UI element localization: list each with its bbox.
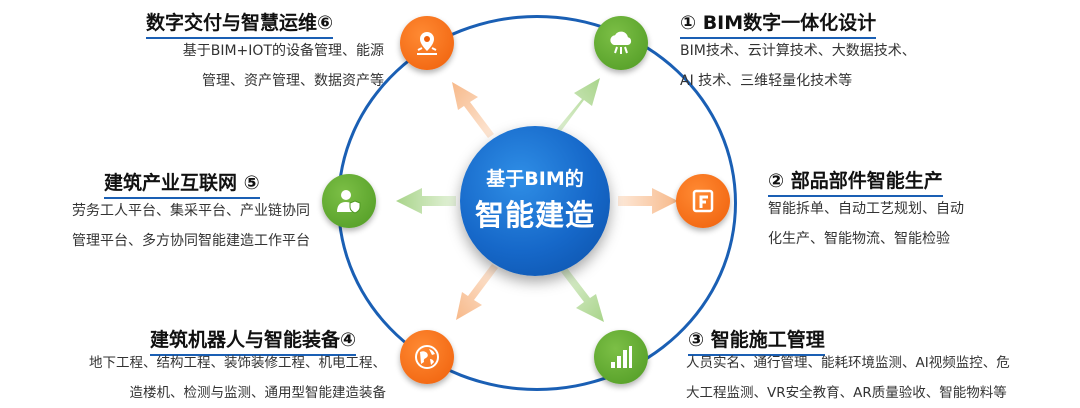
arrow-to-robots <box>456 264 498 320</box>
title-internet: 建筑产业互联网 ⑤ <box>104 168 260 199</box>
globe-icon <box>415 345 439 369</box>
factory-badge-icon <box>692 189 714 213</box>
node-construction <box>594 330 648 384</box>
node-internet <box>322 174 376 228</box>
title-operations: 数字交付与智慧运维⑥ <box>146 8 334 39</box>
building-chart-icon <box>611 346 632 368</box>
node-robots <box>400 330 454 384</box>
desc-construction: 人员实名、通行管理、能耗环境监测、AI视频监控、危大工程监测、VR安全教育、AR… <box>686 355 1010 401</box>
arrow-to-production <box>618 188 678 214</box>
title-construction: ③ 智能施工管理 <box>688 325 825 356</box>
node-design <box>594 16 648 70</box>
map-pin-icon <box>417 32 437 55</box>
desc-design: BIM技术、云计算技术、大数据技术、AI 技术、三维轻量化技术等 <box>680 43 916 89</box>
arrow-to-design <box>552 78 600 138</box>
desc-operations: 基于BIM+IOT的设备管理、能源管理、资产管理、数据资产等 <box>182 43 384 89</box>
node-production <box>676 174 730 228</box>
center-hub: 基于BIM的 智能建造 <box>460 126 610 276</box>
desc-robots: 地下工程、结构工程、装饰装修工程、机电工程、造楼机、检测与监测、通用型智能建造装… <box>89 355 386 401</box>
title-robots: 建筑机器人与智能装备④ <box>150 325 357 356</box>
center-line2: 智能建造 <box>474 198 595 232</box>
desc-production: 智能拆单、自动工艺规划、自动化生产、智能物流、智能检验 <box>768 201 964 247</box>
title-design: ① BIM数字一体化设计 <box>680 8 877 39</box>
cloud-icon <box>610 31 632 54</box>
desc-internet: 劳务工人平台、集采平台、产业链协同管理平台、多方协同智能建造工作平台 <box>72 203 310 249</box>
arrow-to-internet <box>396 188 456 214</box>
node-operations <box>400 16 454 70</box>
arrow-to-construction <box>558 264 604 322</box>
arrow-to-operations <box>452 82 494 138</box>
title-production: ② 部品部件智能生产 <box>768 166 943 197</box>
center-line1: 基于BIM的 <box>486 168 584 190</box>
user-shield-icon <box>337 190 361 214</box>
